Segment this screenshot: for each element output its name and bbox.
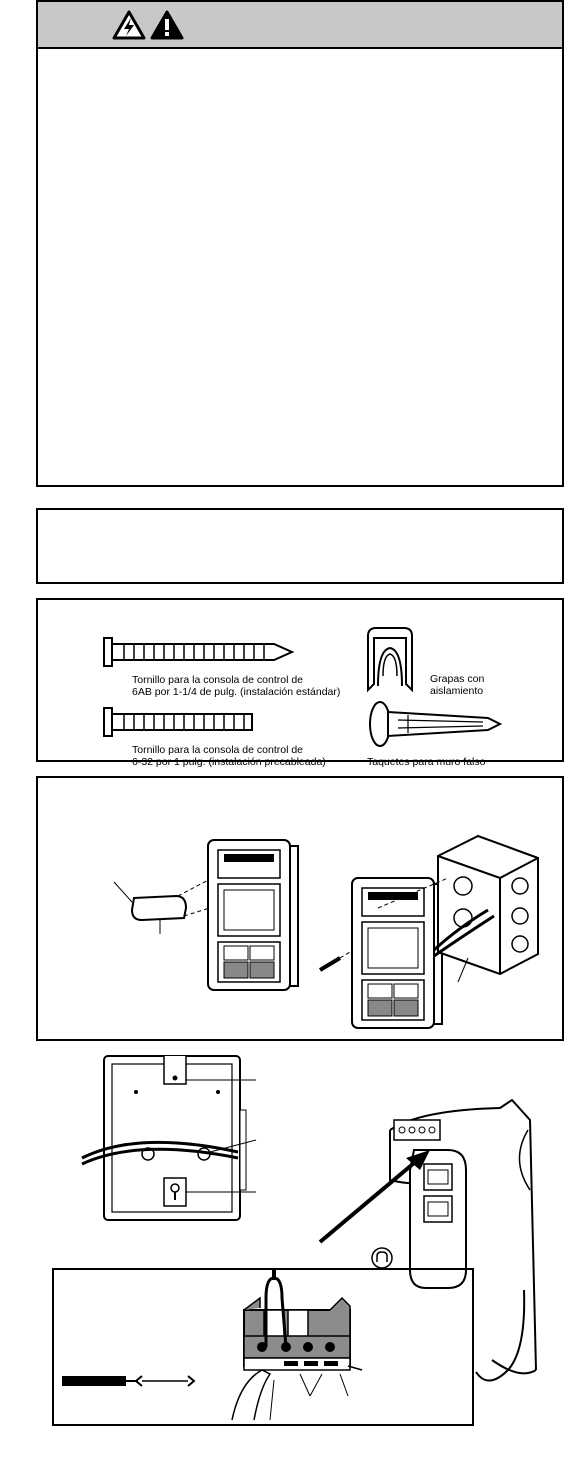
wire-strip-diagram bbox=[62, 1375, 196, 1387]
mounting-diagram-box bbox=[36, 776, 564, 1041]
opener-terminal-diagram bbox=[389, 1098, 537, 1375]
pointer-arrow bbox=[318, 1150, 430, 1244]
standard-screw-illustration bbox=[103, 637, 295, 667]
mounting-diagram bbox=[113, 834, 539, 1029]
exclamation-warning-icon bbox=[150, 10, 184, 40]
circle-marker bbox=[371, 1247, 393, 1269]
hardware-box: Tornillo para la consola de control de 6… bbox=[36, 598, 564, 768]
insulated-staple-illustration bbox=[367, 627, 413, 693]
prewired-screw-label-2: 6-32 por 1 pulg. (instalación precablead… bbox=[132, 756, 326, 768]
prewired-screw-label-1: Tornillo para la consola de control de bbox=[132, 744, 304, 756]
anchors-label: Taquetes para muro falso bbox=[367, 756, 486, 768]
drywall-anchor-illustration bbox=[369, 701, 503, 747]
staples-label-1: Grapas con bbox=[430, 673, 485, 685]
console-back-diagram bbox=[81, 1055, 257, 1221]
electric-shock-warning-icon bbox=[112, 10, 146, 40]
lead-wire bbox=[475, 1289, 526, 1382]
wiring-detail-box bbox=[52, 1268, 474, 1426]
note-box bbox=[36, 508, 564, 584]
staples-label-2: aislamiento bbox=[430, 685, 484, 697]
standard-screw-label-1: Tornillo para la consola de control de bbox=[132, 674, 304, 686]
terminal-block-diagram bbox=[231, 1270, 363, 1421]
standard-screw-label-2: 6AB por 1-1/4 de pulg. (instalación está… bbox=[132, 686, 341, 698]
warning-box bbox=[36, 0, 564, 487]
prewired-screw-illustration bbox=[103, 707, 253, 737]
warning-header bbox=[38, 2, 562, 49]
